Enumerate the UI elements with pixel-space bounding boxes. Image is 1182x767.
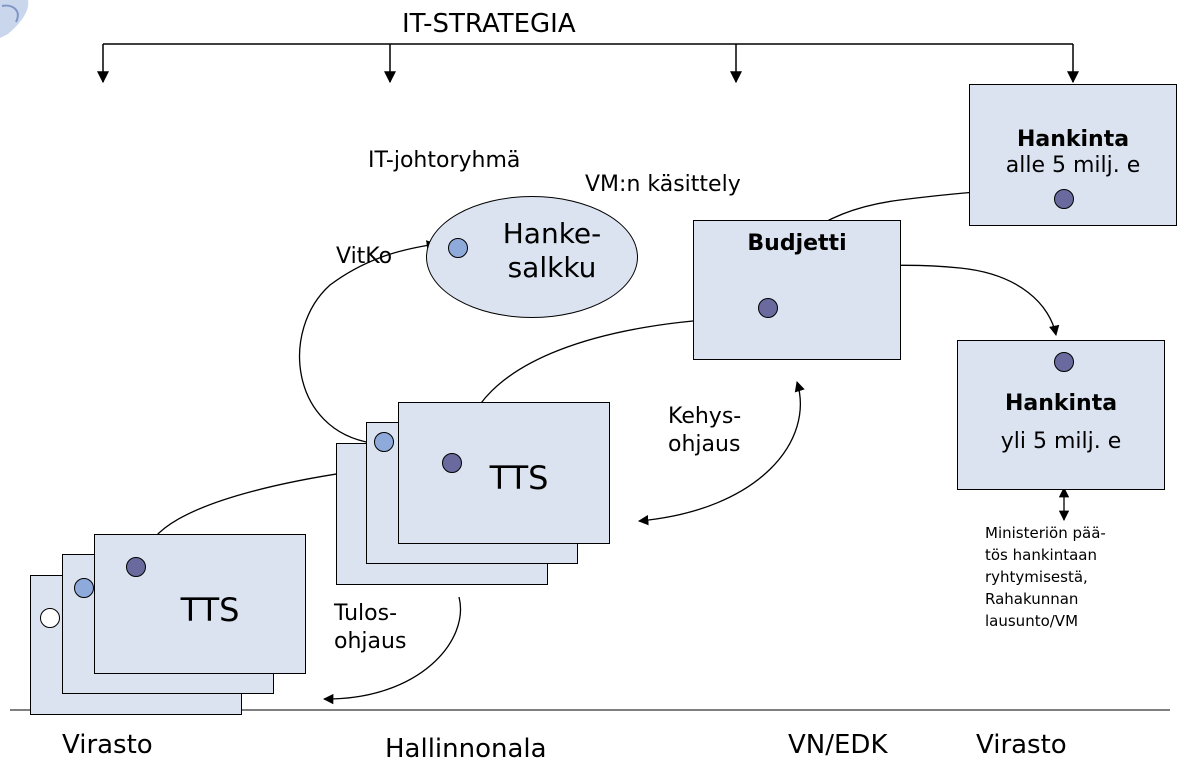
budjetti-title: Budjetti [747,231,847,256]
note-line1: Ministeriön pää- [985,524,1106,542]
column-vn-edk: VN/EDK [788,730,888,760]
label-tulosohjaus: Tulos- ohjaus [334,600,406,656]
note-line4: Rahakunnan [985,590,1079,608]
budjetti-box: Budjetti [693,220,901,360]
column-virasto-right: Virasto [976,730,1067,760]
hallinnonala-box-front: TTS [398,402,610,544]
hankinta-small-dot [1054,189,1074,209]
virasto-dot-dark [126,557,146,577]
hankinta-small-box: Hankinta alle 5 milj. e [969,84,1177,226]
arrow-hallinnonala-to-hankesalkku [299,240,438,444]
hankinta-large-dot [1054,352,1074,372]
label-vm-kasittely: VM:n käsittely [585,172,741,197]
tts-virasto: TTS [180,591,240,629]
hallinnonala-dot-dark [442,453,462,473]
arrow-tulosohjaus [322,596,462,705]
virasto-box-front: TTS [94,534,306,674]
column-virasto-left: Virasto [62,730,153,760]
virasto-dot-light [74,578,94,598]
label-kehysohjaus-line2: ohjaus [668,432,741,457]
label-it-johtoryhma: IT-johtoryhmä [368,148,521,173]
label-kehysohjaus: Kehys- ohjaus [668,403,741,459]
column-hallinnonala: Hallinnonala [385,734,547,764]
label-tulosohjaus-line1: Tulos- [334,601,398,626]
virasto-dot-white [40,608,60,628]
hankesalkku-dot [448,238,468,258]
strategy-bracket [97,43,1079,84]
label-kehysohjaus-line1: Kehys- [668,404,742,429]
hankesalkku-label: Hanke- salkku [467,217,637,285]
tts-hallinnonala: TTS [489,459,549,497]
note-line5: lausunto/VM [985,612,1079,630]
hankinta-large-sub: yli 5 milj. e [1000,429,1122,454]
label-vitko: VitKo [336,244,393,269]
hankinta-small-sub: alle 5 milj. e [1005,153,1141,178]
label-tulosohjaus-line2: ohjaus [334,629,407,654]
logo-fragment [0,0,29,38]
note-line3: ryhtymisestä, [985,568,1088,586]
hallinnonala-dot-light [374,432,394,452]
hankesalkku-line1: Hanke- [502,217,602,250]
hankesalkku-line2: salkku [507,251,597,284]
hankinta-small-title: Hankinta [1016,127,1130,152]
arrow-kehysohjaus [637,381,805,526]
diagram-title: IT-STRATEGIA [402,9,576,39]
ministerio-note: Ministeriön pää- tös hankintaan ryhtymis… [985,522,1106,632]
note-line2: tös hankintaan [985,546,1097,564]
budjetti-dot [758,298,778,318]
hankinta-large-title: Hankinta [1004,391,1118,416]
hankinta-large-box: Hankinta yli 5 milj. e [957,340,1165,490]
